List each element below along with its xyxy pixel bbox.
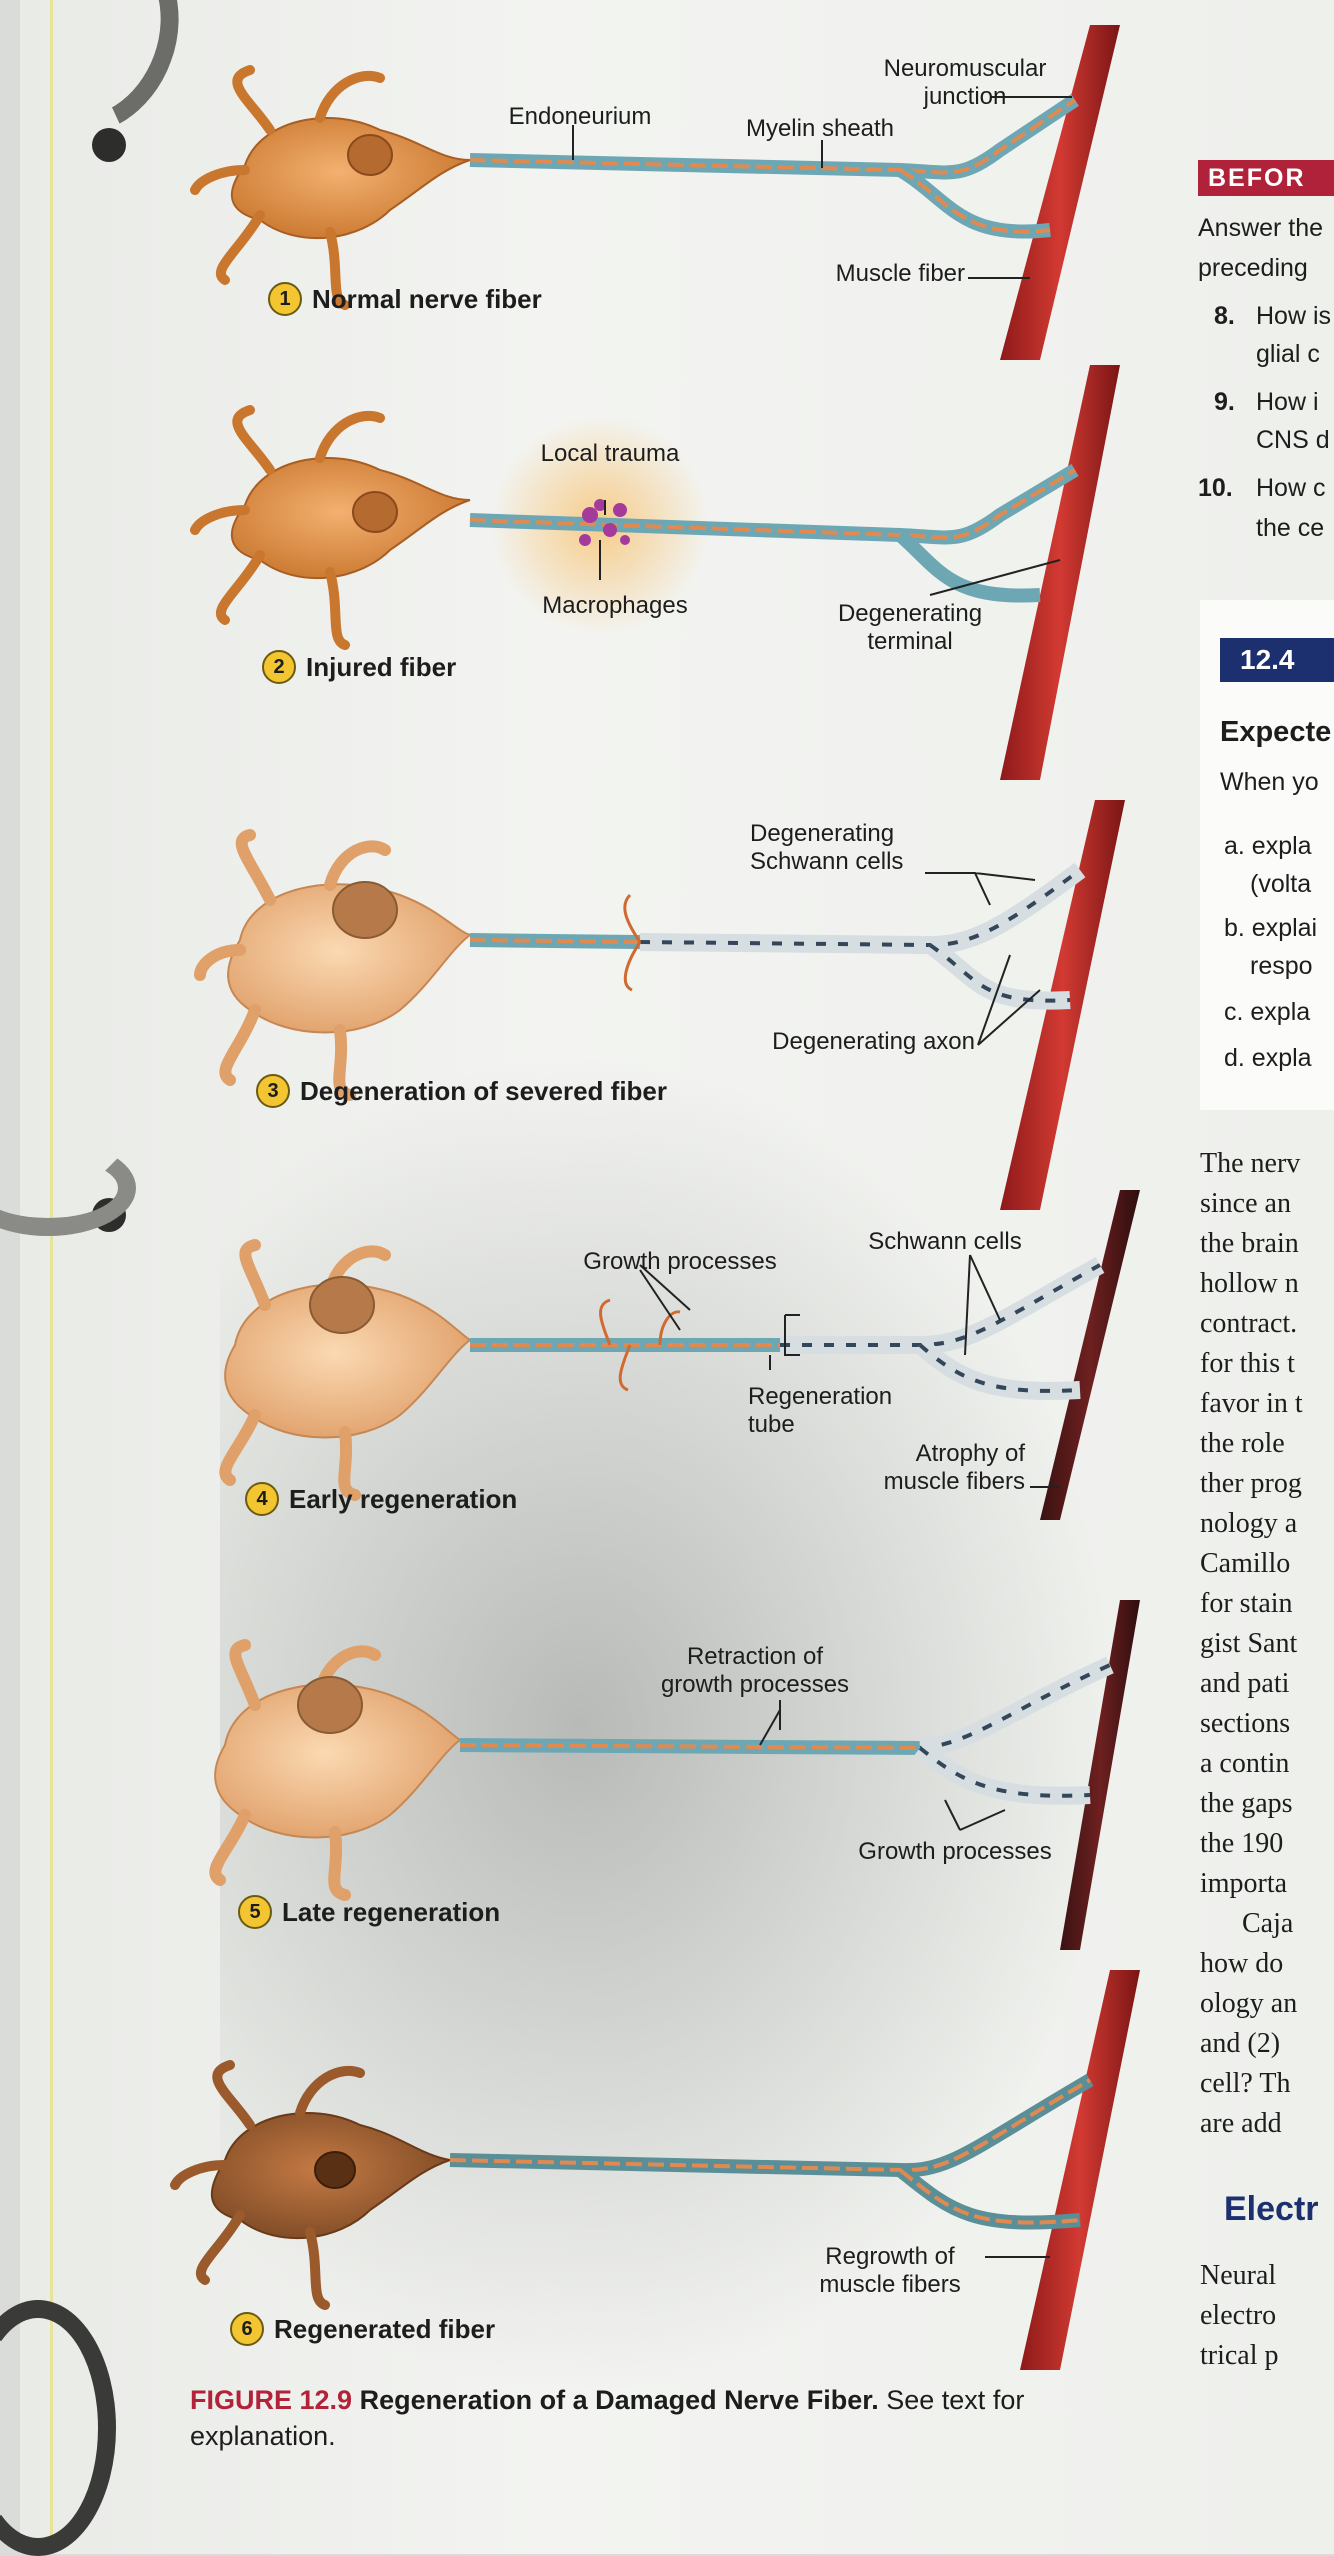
right-text-column: BEFOR Answer the preceding 8. How is gli… (1180, 0, 1334, 2554)
body-line: the gaps (1200, 1788, 1293, 1819)
body-line: ology an (1200, 1988, 1298, 2019)
body-line: how do (1200, 1948, 1284, 1979)
label-neuromuscular-junction: Neuromuscular junction (883, 55, 1047, 111)
body-line: The nerv (1200, 1148, 1301, 1179)
label-degenerating-terminal: Degenerating terminal (837, 600, 983, 656)
panel-1-drawing (190, 25, 1120, 360)
label-growth-processes-late: Growth processes (858, 1838, 1052, 1865)
sidebar-text: When yo (1220, 768, 1319, 796)
figure-caption: FIGURE 12.9 Regeneration of a Damaged Ne… (190, 2382, 1150, 2455)
question-number: 8. (1214, 302, 1235, 330)
sidebar-text: respo (1250, 952, 1313, 980)
body-line: nology a (1200, 1508, 1298, 1539)
label-degenerating-axon: Degenerating axon (772, 1028, 975, 1055)
before-header: BEFOR (1198, 160, 1334, 196)
figure-number: FIGURE 12.9 (190, 2385, 353, 2415)
panel-2-drawing (190, 365, 1120, 780)
sidebar-text: How is (1256, 302, 1332, 330)
body-line: Caja (1242, 1908, 1294, 1939)
label-growth-processes-early: Growth processes (583, 1248, 777, 1275)
body-line: for this t (1200, 1348, 1295, 1379)
label-myelin-sheath: Myelin sheath (745, 115, 895, 142)
panel-5-drawing (209, 1600, 1140, 1950)
body-line: the role (1200, 1428, 1285, 1459)
body-line: trical p (1200, 2340, 1279, 2371)
label-schwann-cells: Schwann cells (868, 1228, 1022, 1255)
label-local-trauma: Local trauma (540, 440, 680, 467)
body-line: for stain (1200, 1588, 1293, 1619)
sidebar-text: glial c (1256, 340, 1320, 368)
body-line: since an (1200, 1188, 1291, 1219)
body-line: cell? Th (1200, 2068, 1291, 2099)
body-line: and pati (1200, 1668, 1290, 1699)
panel-4-drawing (219, 1190, 1140, 1520)
binder-hole (92, 128, 126, 162)
body-line: Camillo (1200, 1548, 1291, 1579)
panel-6-drawing (170, 1970, 1140, 2370)
nerve-regeneration-illustration (170, 25, 1140, 2370)
body-line: Neural (1200, 2260, 1277, 2291)
body-line: and (2) (1200, 2028, 1281, 2059)
sidebar-text: Answer the (1198, 214, 1324, 242)
body-line: hollow n (1200, 1268, 1299, 1299)
sidebar-text: d. expla (1224, 1044, 1312, 1072)
sidebar-text: b. explai (1224, 914, 1318, 942)
sidebar-text: c. expla (1224, 998, 1311, 1026)
body-line: are add (1200, 2108, 1282, 2139)
body-line: electro (1200, 2300, 1277, 2331)
label-endoneurium: Endoneurium (508, 103, 652, 130)
body-line: the brain (1200, 1228, 1299, 1259)
sidebar-text: CNS d (1256, 426, 1330, 454)
margin-line (50, 0, 53, 2554)
body-line: a contin (1200, 1748, 1290, 1779)
section-header: 12.4 (1220, 638, 1334, 682)
body-line: contract. (1200, 1308, 1298, 1339)
label-degenerating-schwann-cells: Degenerating Schwann cells (750, 820, 904, 876)
sidebar-text: (volta (1250, 870, 1312, 898)
label-muscle-fiber: Muscle fiber (835, 260, 965, 287)
label-regeneration-tube: Regeneration tube (748, 1383, 893, 1439)
sidebar-text: the ce (1256, 514, 1325, 542)
body-line: favor in t (1200, 1388, 1303, 1419)
sidebar-text: a. expla (1224, 832, 1312, 860)
leader-lines (572, 96, 1072, 2258)
label-regrowth-of-muscle-fibers: Regrowth of muscle fibers (819, 2243, 961, 2299)
body-line: importa (1200, 1868, 1288, 1899)
section-heading: Electr (1224, 2190, 1319, 2228)
body-line: gist Sant (1200, 1628, 1298, 1659)
label-macrophages: Macrophages (542, 592, 688, 619)
question-number: 10. (1198, 474, 1233, 502)
sidebar-heading: Expecte (1220, 716, 1332, 748)
panel-3-drawing (194, 800, 1125, 1210)
label-retraction-of-growth-processes: Retraction of growth processes (660, 1643, 850, 1699)
question-number: 9. (1214, 388, 1235, 416)
body-line: sections (1200, 1708, 1291, 1739)
body-line: the 190 (1200, 1828, 1284, 1859)
figure-caption-text: See text for explanation. (190, 2385, 1025, 2452)
figure-title: Regeneration of a Damaged Nerve Fiber. (359, 2385, 879, 2415)
body-line: ther prog (1200, 1468, 1302, 1499)
objectives-box (1200, 600, 1334, 1110)
sidebar-text: How c (1256, 474, 1326, 502)
sidebar-text: preceding (1198, 254, 1308, 282)
label-atrophy-of-muscle-fibers: Atrophy of muscle fibers (883, 1440, 1025, 1496)
sidebar-text: How i (1256, 388, 1319, 416)
